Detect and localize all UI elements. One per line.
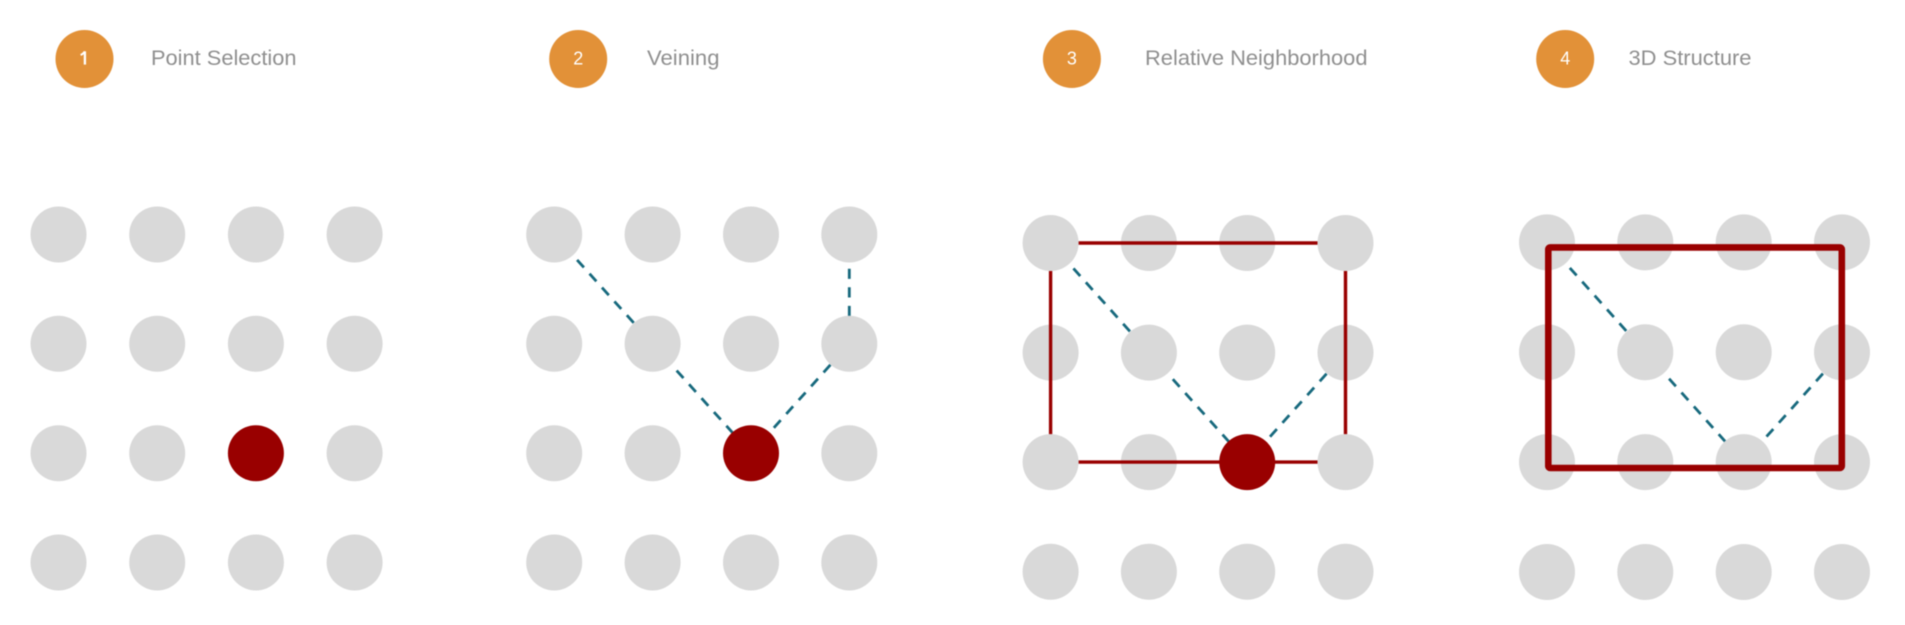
svg-text:3D Structure: 3D Structure: [1629, 47, 1752, 70]
svg-text:Veining: Veining: [647, 47, 720, 70]
svg-text:4: 4: [1560, 49, 1570, 69]
svg-text:Point Selection: Point Selection: [151, 47, 297, 70]
svg-text:2: 2: [573, 49, 583, 69]
svg-text:3: 3: [1067, 49, 1077, 69]
svg-text:Relative Neighborhood: Relative Neighborhood: [1145, 47, 1368, 70]
